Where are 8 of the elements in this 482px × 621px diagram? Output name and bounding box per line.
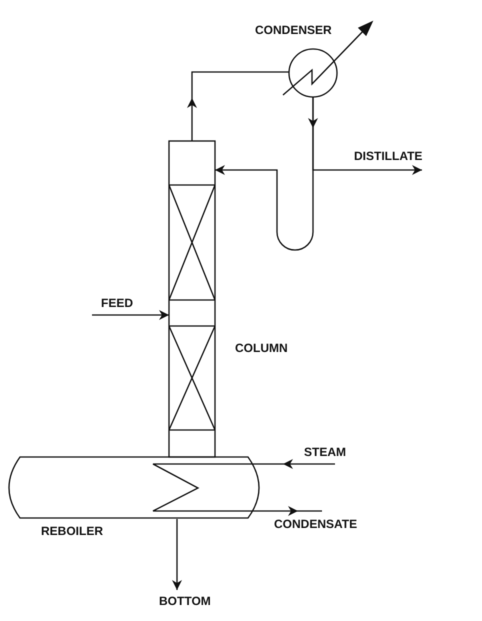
equipment-label: COLUMN	[235, 341, 288, 355]
stream-label: BOTTOM	[159, 594, 211, 608]
stream-label: FEED	[101, 296, 134, 310]
stream-label: STEAM	[304, 445, 346, 459]
equipment-label: REBOILER	[41, 524, 104, 538]
stream-label: DISTILLATE	[354, 149, 422, 163]
stream-label: CONDENSATE	[274, 517, 358, 531]
equipment-label: CONDENSER	[255, 23, 332, 37]
